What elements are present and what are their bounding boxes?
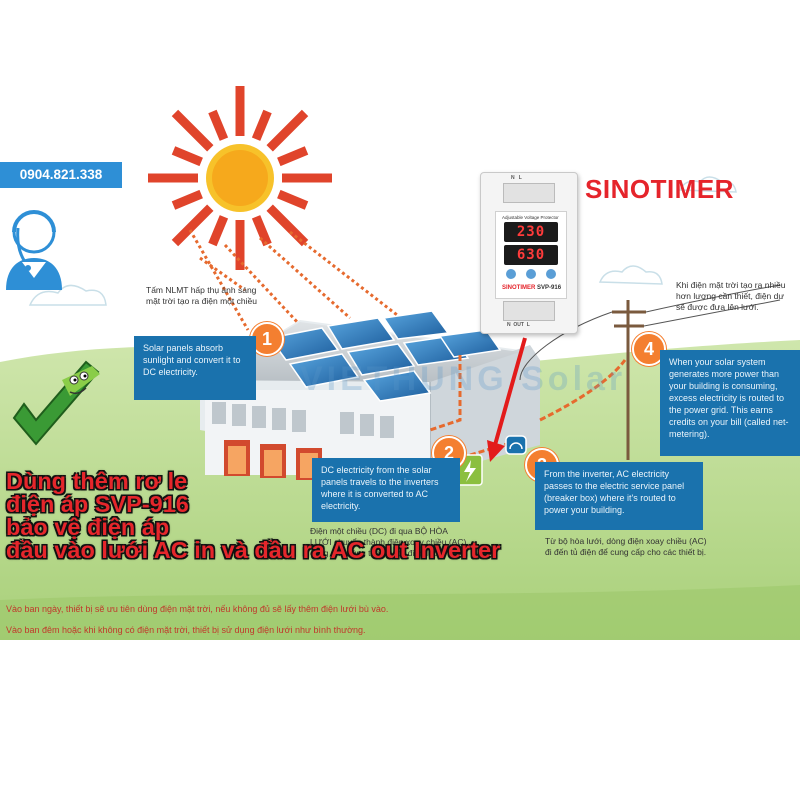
device-output-terminal-label: N OUT L <box>507 322 530 328</box>
step-3-info-box: From the inverter, AC electricity passes… <box>535 462 703 530</box>
sun-ray <box>208 109 229 141</box>
headline-line-3: bảo vệ điện áp <box>6 514 170 540</box>
sun-ray <box>277 189 309 210</box>
step-2-vi-caption: Điện một chiều (DC) đi qua BỘ HÒA LƯỚI c… <box>310 526 467 558</box>
sun-ray <box>251 109 272 141</box>
headline-line-1: Dùng thêm rơ le <box>6 468 188 494</box>
device-title: Adjustable Voltage Protector <box>502 215 559 220</box>
step-1-info-box: Solar panels absorb sunlight and convert… <box>134 336 256 400</box>
headline: Dùng thêm rơ le điện áp SVP-916 bảo vệ đ… <box>6 468 706 563</box>
headline-line-4: đầu vào lưới AC in và đầu ra AC out Inve… <box>6 537 501 563</box>
sun-ray <box>208 215 229 247</box>
sun-ray <box>266 109 309 152</box>
checkmark-mascot-icon <box>12 360 100 446</box>
power-pole-icon <box>612 300 646 460</box>
power-flow-arrows <box>429 355 627 457</box>
voltage-protector-device: N L Adjustable Voltage Protector 230 630… <box>480 172 578 334</box>
brand-logo-text: SINOTIMER <box>585 174 734 204</box>
sunlight-arrows <box>188 229 411 331</box>
headset-user-icon <box>6 210 62 290</box>
headline-line-2: điện áp SVP-916 <box>6 491 189 517</box>
sun-ray <box>266 204 309 247</box>
step-4-vi-caption: Khi điện mặt trời tạo ra nhiều hơn lượng… <box>676 280 786 312</box>
meter-icon <box>505 435 527 455</box>
sun-ray <box>171 189 203 210</box>
sun-ray <box>171 204 214 247</box>
device-top-terminals <box>503 183 555 203</box>
sun-ray <box>251 215 272 247</box>
sun-icon <box>148 86 332 270</box>
sun-ray <box>277 146 309 167</box>
phone-number-badge[interactable]: 0904.821.338 <box>0 162 122 188</box>
red-pointer-arrow <box>487 337 527 462</box>
sun-ray <box>171 109 214 152</box>
sun-ray <box>171 146 203 167</box>
device-set-button[interactable] <box>506 269 516 279</box>
watermark-text: VIETHUNG Solar <box>300 360 627 398</box>
step-4-info-box: When your solar system generates more po… <box>660 350 800 456</box>
solar-panels <box>268 310 502 402</box>
sun-caption: Tấm NLMT hấp thụ ánh sáng mặt trời tạo r… <box>146 285 257 306</box>
device-input-terminal-label: N L <box>511 175 522 181</box>
step-2-info-box: DC electricity from the solar panels tra… <box>312 458 460 522</box>
device-up-button[interactable] <box>526 269 536 279</box>
device-display-top: 230 <box>504 222 558 242</box>
device-buttons <box>506 269 558 281</box>
device-display-bottom: 630 <box>504 245 558 265</box>
device-model-label: SVP-916 <box>537 285 562 291</box>
device-front-panel: Adjustable Voltage Protector 230 630 SIN… <box>495 211 567 299</box>
device-down-button[interactable] <box>546 269 556 279</box>
device-brand-label: SINOTIMER <box>502 285 536 291</box>
footer-night-note: Vào ban đêm hoặc khi không có điện mặt t… <box>6 625 366 635</box>
device-bottom-terminals <box>503 301 555 321</box>
clouds <box>28 176 737 306</box>
footer-day-note: Vào ban ngày, thiết bị sẽ ưu tiên dùng đ… <box>6 604 389 614</box>
step-3-vi-caption: Từ bộ hòa lưới, dòng điện xoay chiều (AC… <box>545 536 707 557</box>
